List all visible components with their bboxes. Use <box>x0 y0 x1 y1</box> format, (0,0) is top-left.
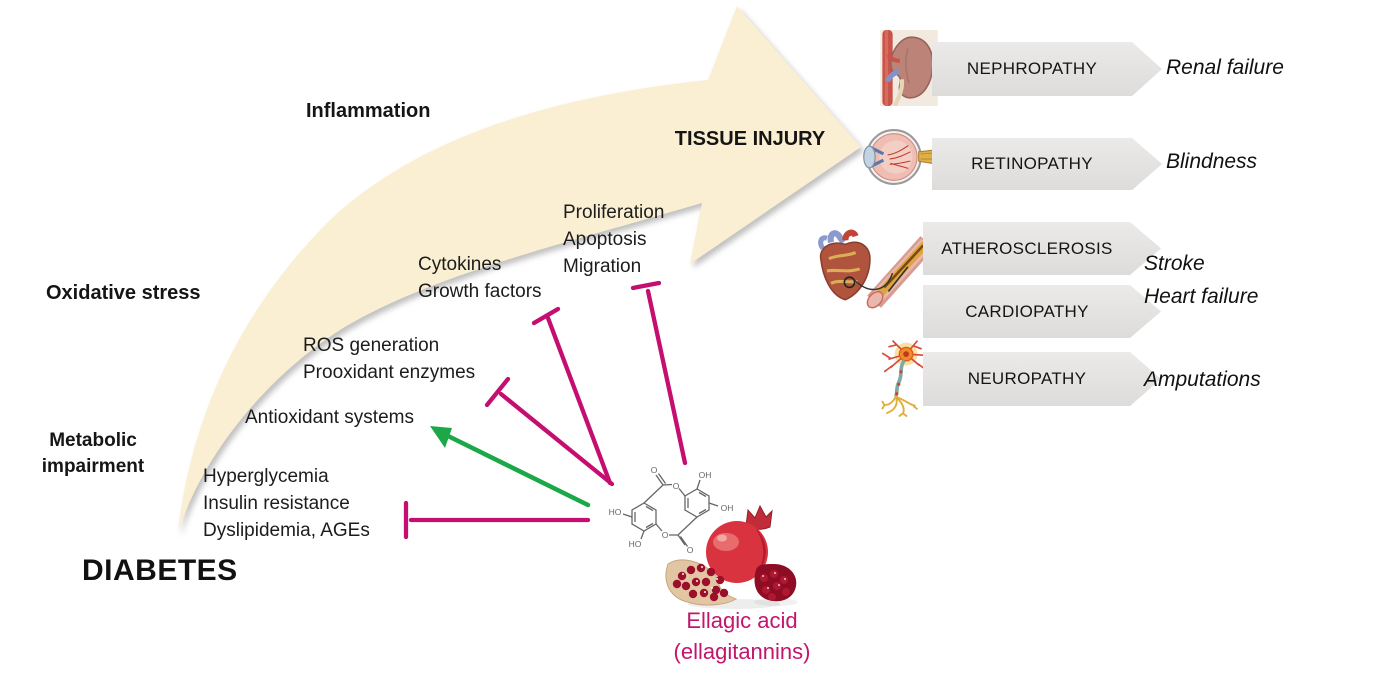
chem-label-oh-right: OH <box>721 503 734 513</box>
list-item: Proliferation <box>563 202 665 223</box>
stage-label-inflammation: Inflammation <box>306 100 431 122</box>
banner-cardiopathy-label: CARDIOPATHY <box>965 301 1089 321</box>
outcome-blindness: Blindness <box>1166 150 1258 173</box>
stage-label-metabolic-line2: impairment <box>41 456 145 477</box>
banner-nephropathy: NEPHROPATHY <box>932 42 1162 96</box>
stage-label-oxidative-stress: Oxidative stress <box>46 282 201 304</box>
chem-label-o-ring-top: O <box>673 481 680 491</box>
banner-atherosclerosis-label: ATHEROSCLEROSIS <box>941 238 1113 258</box>
list-item: Dyslipidemia, AGEs <box>203 520 370 541</box>
list-item: Hyperglycemia <box>203 466 329 487</box>
activation-arrow-antioxidant <box>430 426 591 508</box>
banner-retinopathy-label: RETINOPATHY <box>971 154 1093 173</box>
neuron-icon <box>881 340 927 418</box>
outcome-amputations: Amputations <box>1144 368 1261 391</box>
list-item: ROS generation <box>303 335 440 356</box>
chem-label-o-carbonyl-top: O <box>651 465 658 475</box>
chem-label-o-carbonyl-bottom: O <box>687 545 694 555</box>
source-compound-label: Ellagic acid (ellagitannins) <box>632 605 852 667</box>
chem-label-ho-bottom: HO <box>629 539 642 549</box>
diabetes-label: DIABETES <box>82 554 238 587</box>
kidney-icon <box>880 30 938 106</box>
source-compound-form: (ellagitannins) <box>673 639 811 664</box>
inhibition-line-ros <box>484 376 615 487</box>
list-item: Growth factors <box>418 281 542 302</box>
cellular-processes-list: Proliferation Apoptosis Migration <box>563 199 664 280</box>
ellagic-acid-structure: O O OH OH HO HO O O <box>609 465 734 555</box>
banner-nephropathy-label: NEPHROPATHY <box>966 59 1098 78</box>
chem-label-o-ring-bottom: O <box>662 530 669 540</box>
chem-label-ho-left: HO <box>609 507 622 517</box>
stage-label-metabolic-impairment: Metabolic impairment <box>28 428 158 480</box>
inhibition-arrows <box>403 280 688 540</box>
banner-atherosclerosis: ATHEROSCLEROSIS <box>923 222 1161 275</box>
source-compound-name: Ellagic acid <box>686 608 798 633</box>
eye-icon <box>863 129 938 185</box>
tissue-injury-label: TISSUE INJURY <box>674 128 826 150</box>
list-item: Migration <box>563 256 642 277</box>
pomegranate <box>665 504 798 609</box>
outcome-stroke: Stroke <box>1144 252 1205 275</box>
oxidative-mediators-list: ROS generation Prooxidant enzymes <box>303 332 475 386</box>
banner-retinopathy: RETINOPATHY <box>932 138 1162 190</box>
banner-cardiopathy: CARDIOPATHY <box>923 285 1161 338</box>
outcome-renal-failure: Renal failure <box>1166 56 1284 79</box>
list-item: Insulin resistance <box>203 493 350 514</box>
progression-arrow <box>178 6 861 532</box>
metabolic-mediators-list: Hyperglycemia Insulin resistance Dyslipi… <box>203 463 370 544</box>
heart-artery-icon <box>818 229 934 309</box>
banner-neuropathy-label: NEUROPATHY <box>967 369 1087 388</box>
antioxidant-systems-label: Antioxidant systems <box>245 407 414 428</box>
list-item: Cytokines <box>418 254 502 275</box>
chem-label-oh-top: OH <box>699 470 712 480</box>
list-item: Apoptosis <box>563 229 647 250</box>
outcome-heart-failure: Heart failure <box>1144 285 1259 308</box>
stage-label-metabolic-line1: Metabolic <box>49 430 137 451</box>
banner-neuropathy: NEUROPATHY <box>923 352 1161 406</box>
inhibition-line-cytokines <box>531 306 613 486</box>
list-item: Prooxidant enzymes <box>303 362 476 383</box>
inhibition-line-metabolic <box>403 500 591 540</box>
inflammatory-mediators-list: Cytokines Growth factors <box>418 251 542 305</box>
inhibition-line-proliferation <box>630 280 688 466</box>
